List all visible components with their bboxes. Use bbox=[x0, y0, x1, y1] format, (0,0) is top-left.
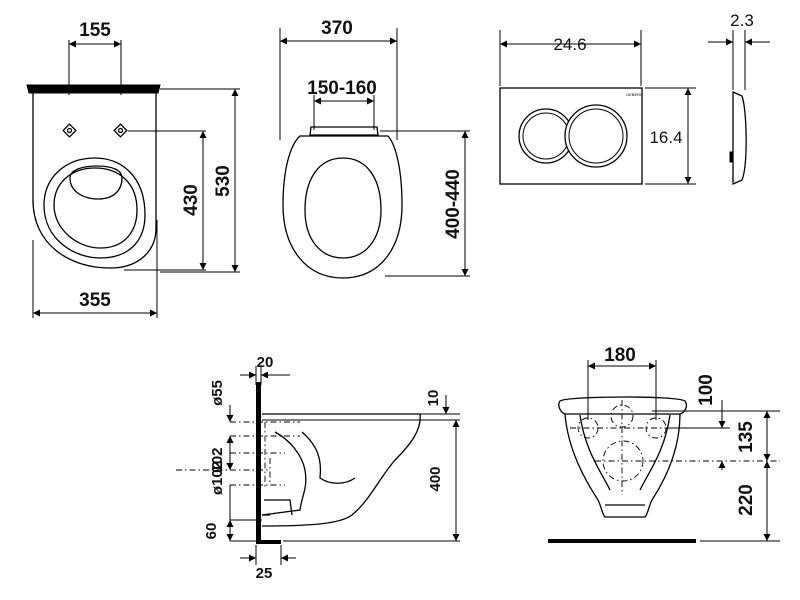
seat-outer-outline bbox=[282, 135, 403, 279]
seat-hinge-bar bbox=[309, 126, 379, 136]
dim-rear-top-to-fixing: 100 bbox=[696, 374, 717, 406]
dim-front-total-width: 355 bbox=[79, 290, 111, 311]
side-floor bbox=[256, 540, 281, 544]
side-view: 20 ø55 102 ø102 60 10 400 25 bbox=[176, 354, 460, 582]
front-bowl-outline bbox=[32, 93, 157, 269]
flush-plate-side-profile bbox=[732, 90, 747, 186]
front-fixing-hole-left bbox=[62, 123, 77, 138]
front-bowl-shell bbox=[53, 167, 138, 249]
dim-plate-depth: 2.3 bbox=[730, 11, 754, 30]
dim-side-outlet-diameter: ø102 bbox=[209, 461, 226, 495]
rear-view: 180 100 135 220 bbox=[548, 345, 780, 543]
dim-rear-fixing-spacing: 180 bbox=[604, 345, 636, 366]
dim-side-inlet-diameter: ø55 bbox=[209, 380, 226, 406]
dim-plate-height: 16.4 bbox=[649, 128, 682, 147]
flush-button-large bbox=[564, 104, 628, 168]
dim-plate-width: 24.6 bbox=[553, 35, 586, 54]
side-bowl-outline bbox=[261, 413, 421, 527]
side-bowl-inner bbox=[261, 431, 307, 516]
front-bowl-water bbox=[69, 165, 123, 200]
dim-front-total-height: 530 bbox=[213, 165, 234, 197]
rear-top-rim bbox=[558, 396, 687, 415]
dim-front-inner-height: 430 bbox=[181, 184, 202, 216]
dim-side-floor-to-outlet: 60 bbox=[203, 523, 220, 540]
dim-side-inlet-height: 10 bbox=[425, 390, 442, 407]
dim-side-wall-thickness: 25 bbox=[256, 565, 273, 582]
dim-side-bowl-height: 400 bbox=[427, 466, 444, 491]
flush-plate-body bbox=[499, 87, 643, 185]
flush-plate-brand: GEBERIT bbox=[626, 92, 644, 97]
flush-plate-view: GEBERIT 24.6 16.4 2.3 bbox=[499, 11, 770, 186]
rear-floor bbox=[548, 539, 696, 543]
dim-seat-length: 400-440 bbox=[443, 169, 464, 239]
dim-rear-outlet-to-floor: 220 bbox=[736, 484, 757, 516]
front-fixing-hole-right bbox=[113, 123, 128, 138]
seat-inner-opening bbox=[304, 157, 382, 259]
front-view: 155 430 530 355 bbox=[26, 20, 240, 318]
rear-bowl-outline bbox=[564, 413, 681, 518]
dim-front-top-width: 155 bbox=[79, 20, 111, 41]
dim-rear-fixing-to-outlet: 135 bbox=[736, 421, 757, 453]
dim-side-wall-gap: 20 bbox=[257, 354, 274, 371]
seat-view: 370 150-160 400-440 bbox=[279, 18, 470, 279]
rear-outlet-circle bbox=[602, 440, 644, 482]
dim-seat-width: 370 bbox=[321, 18, 353, 39]
side-wall bbox=[256, 382, 261, 542]
dim-side-outlet-offset: 102 bbox=[209, 447, 226, 472]
front-top-plate bbox=[26, 84, 161, 94]
front-bowl-inner-rim bbox=[43, 157, 146, 259]
dim-seat-hinge-spacing: 150-160 bbox=[307, 78, 377, 99]
